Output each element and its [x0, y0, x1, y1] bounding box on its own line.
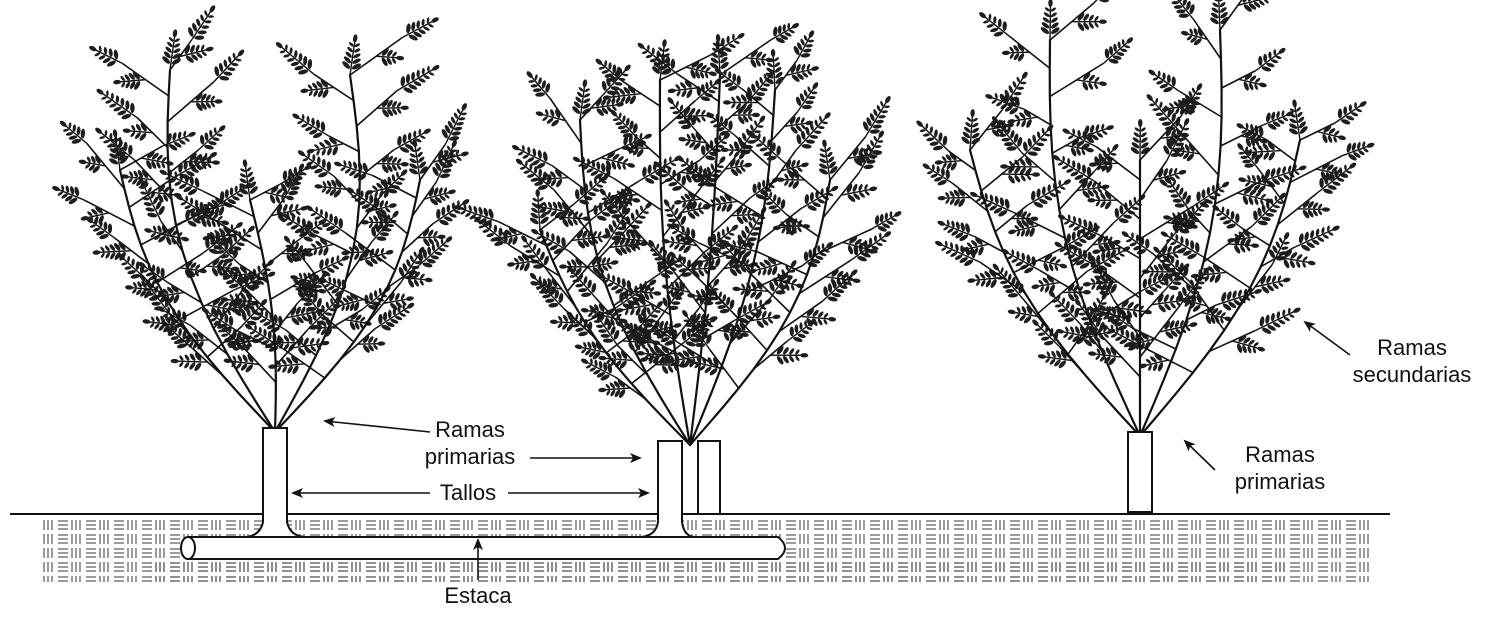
plant-left	[51, 4, 470, 432]
label-ramas-secundarias: Ramas secundarias	[1305, 322, 1471, 387]
label-ramas-primarias-center: Ramas primarias	[325, 417, 640, 469]
stem-center-2	[698, 441, 720, 514]
label-tallos: Tallos	[293, 480, 648, 505]
plant-center	[453, 22, 902, 445]
svg-text:primarias: primarias	[425, 444, 515, 469]
arrow-to-left-branch	[325, 421, 430, 432]
svg-text:primarias: primarias	[1235, 469, 1325, 494]
svg-text:secundarias: secundarias	[1353, 362, 1472, 387]
arrow-ramas-primarias-right	[1185, 441, 1215, 470]
plant-right	[915, 0, 1375, 436]
stem-right	[1128, 432, 1152, 512]
svg-text:Estaca: Estaca	[444, 583, 512, 608]
svg-text:Tallos: Tallos	[440, 480, 496, 505]
svg-text:Ramas: Ramas	[435, 417, 505, 442]
svg-text:Ramas: Ramas	[1377, 335, 1447, 360]
plants	[51, 0, 1375, 445]
label-ramas-primarias-right: Ramas primarias	[1185, 441, 1325, 494]
svg-text:Ramas: Ramas	[1245, 442, 1315, 467]
cutting	[181, 537, 785, 559]
arrow-ramas-secundarias	[1305, 322, 1350, 355]
